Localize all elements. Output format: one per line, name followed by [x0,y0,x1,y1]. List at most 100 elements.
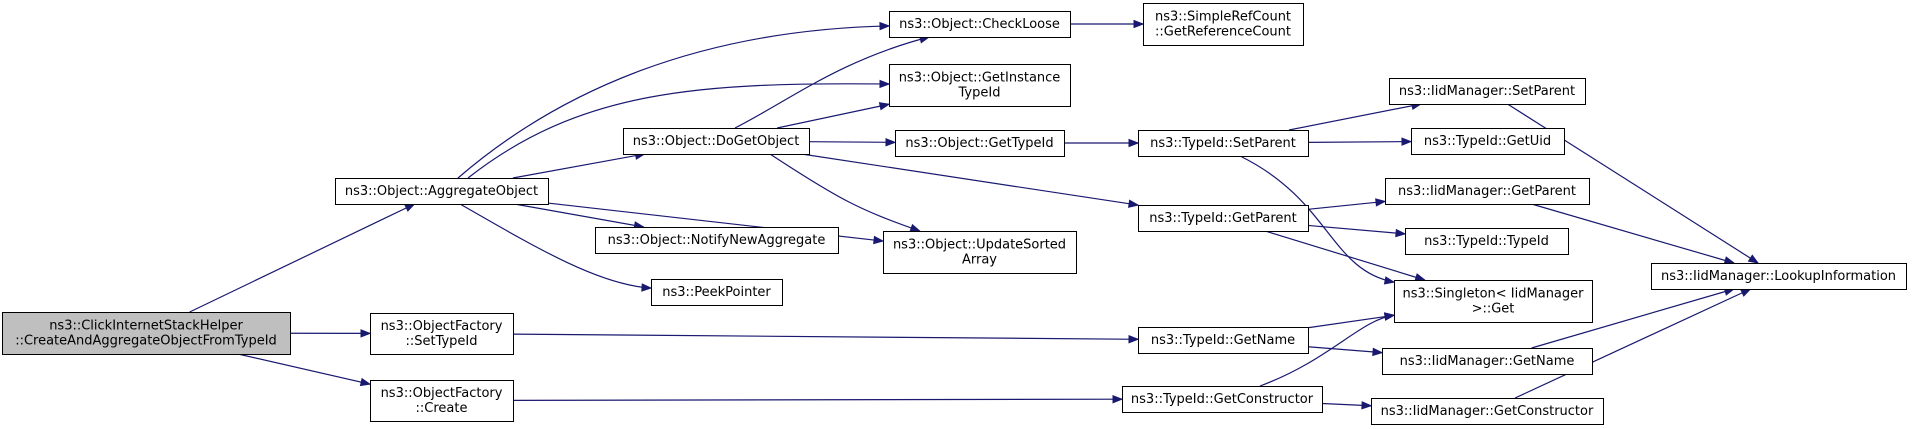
node-aggregate[interactable]: ns3::Object::AggregateObject [335,178,549,205]
arrowhead-icon [909,223,922,232]
node-tidGetUid[interactable]: ns3::TypeId::GetUid [1411,128,1565,155]
node-label-line: >::Get [1472,302,1515,317]
node-label-line: ns3::TypeId::SetParent [1150,136,1296,151]
arrowhead-icon [1361,401,1373,410]
node-label-line: ns3::ObjectFactory [381,319,503,334]
call-graph-nodes: ns3::ClickInternetStackHelper::CreateAnd… [2,3,1907,425]
node-label-line: ns3::Object::UpdateSorted [893,238,1066,253]
arrowhead-icon [878,102,891,111]
node-label-line: ns3::ObjectFactory [381,386,503,401]
node-box [895,130,1065,157]
node-tidTypeId[interactable]: ns3::TypeId::TypeId [1405,228,1569,255]
arrowhead-icon [1747,254,1760,264]
edge-root-to-ofSetTypeId [289,329,372,338]
node-label-line: ns3::Singleton< IidManager [1402,287,1584,302]
node-box [1405,228,1569,255]
node-label-line: ns3::IidManager::GetName [1400,354,1575,369]
node-iidGetName[interactable]: ns3::IidManager::GetName [1382,348,1593,375]
arrowhead-icon [1383,276,1396,285]
node-box [889,64,1071,107]
node-box [1389,78,1586,105]
arrowhead-icon [1128,334,1140,344]
node-label-line: ns3::IidManager::GetConstructor [1381,404,1594,419]
edge-tidSetParent-to-singletonGet [1239,155,1396,285]
node-label-line: ns3::Object::AggregateObject [345,184,538,199]
edge-doGetObject-to-updateSorted [769,153,922,232]
node-iidGetConstructor[interactable]: ns3::IidManager::GetConstructor [1371,398,1604,425]
node-doGetObject[interactable]: ns3::Object::DoGetObject [623,128,810,155]
node-singletonGet[interactable]: ns3::Singleton< IidManager >::Get [1394,280,1593,323]
arrowhead-icon [1395,228,1407,238]
node-label-line: ns3::TypeId::GetConstructor [1131,392,1314,407]
arrowhead-icon [1375,198,1387,207]
node-box [1138,327,1309,354]
edge-tidGetParent-to-singletonGet [1265,230,1427,282]
node-box [1385,178,1590,205]
node-tidSetParent[interactable]: ns3::TypeId::SetParent [1138,130,1309,157]
edge-tidSetParent-to-tidGetUid [1307,137,1413,146]
node-box [1651,263,1907,290]
node-label-line: ns3::IidManager::SetParent [1399,84,1575,99]
arrowhead-icon [885,138,897,147]
node-iidLookup[interactable]: ns3::IidManager::LookupInformation [1651,263,1907,290]
node-root[interactable]: ns3::ClickInternetStackHelper::CreateAnd… [2,312,291,355]
edge-doGetObject-to-getInstanceTypeId [777,102,891,129]
node-iidGetParent[interactable]: ns3::IidManager::GetParent [1385,178,1590,205]
arrowhead-icon [641,283,653,292]
edge-root-to-aggregate [189,203,416,313]
node-label-line: ns3::Object::CheckLoose [899,17,1060,32]
edge-tidGetConstructor-to-singletonGet [1259,312,1396,387]
node-box [651,279,783,306]
node-box [2,312,291,355]
edge-ofSetTypeId-to-tidGetName [512,333,1140,344]
node-ofCreate[interactable]: ns3::ObjectFactory::Create [370,380,514,422]
node-tidGetName[interactable]: ns3::TypeId::GetName [1138,327,1309,354]
node-label-line: ns3::Object::GetInstance [899,71,1061,86]
node-label-line: ::GetReferenceCount [1155,25,1291,40]
edge-tidSetParent-to-iidSetParent [1288,101,1423,131]
arrowhead-icon [1128,138,1140,148]
node-box [1382,348,1593,375]
node-getRefCount[interactable]: ns3::SimpleRefCount::GetReferenceCount [1143,3,1304,46]
node-label-line: ns3::PeekPointer [662,285,771,300]
node-label-line: ns3::IidManager::LookupInformation [1661,269,1896,284]
edge-aggregate-to-doGetObject [512,151,646,179]
node-tidGetConstructor[interactable]: ns3::TypeId::GetConstructor [1122,386,1323,413]
edge-doGetObject-to-objGetTypeId [808,138,897,147]
call-graph-edges [189,19,1760,410]
node-label-line: ::Create [416,401,468,416]
node-box [1122,386,1323,413]
edge-aggregate-to-peekPointer [459,203,653,292]
node-box [1143,3,1304,46]
node-label-line: TypeId [958,86,1001,101]
edge-aggregate-to-checkLoose [457,21,891,179]
node-box [623,128,810,155]
node-objGetTypeId[interactable]: ns3::Object::GetTypeId [895,130,1065,157]
edge-checkLoose-to-getRefCount [1070,19,1145,29]
arrowhead-icon [879,79,891,89]
arrowhead-icon [879,21,891,31]
node-box [883,231,1077,274]
arrowhead-icon [404,203,416,212]
arrowhead-icon [1401,137,1413,146]
node-box [595,227,839,254]
edge-tidGetName-to-singletonGet [1307,312,1396,329]
node-tidGetParent[interactable]: ns3::TypeId::GetParent [1138,205,1309,232]
edge-tidGetParent-to-tidTypeId [1307,224,1407,238]
edge-tidGetConstructor-to-iidGetConstructor [1321,401,1373,410]
node-peekPointer[interactable]: ns3::PeekPointer [651,279,783,306]
node-ofSetTypeId[interactable]: ns3::ObjectFactory::SetTypeId [370,313,514,355]
edge-tidGetParent-to-iidGetParent [1307,198,1387,210]
node-box [370,313,514,355]
node-checkLoose[interactable]: ns3::Object::CheckLoose [889,11,1071,38]
node-notifyNewAggregate[interactable]: ns3::Object::NotifyNewAggregate [595,227,839,254]
arrowhead-icon [1740,288,1752,297]
node-box [335,178,549,205]
node-iidSetParent[interactable]: ns3::IidManager::SetParent [1389,78,1586,105]
node-label-line: ns3::IidManager::GetParent [1398,184,1576,199]
node-label-line: ns3::SimpleRefCount [1155,10,1291,25]
edge-objGetTypeId-to-tidSetParent [1064,138,1140,148]
